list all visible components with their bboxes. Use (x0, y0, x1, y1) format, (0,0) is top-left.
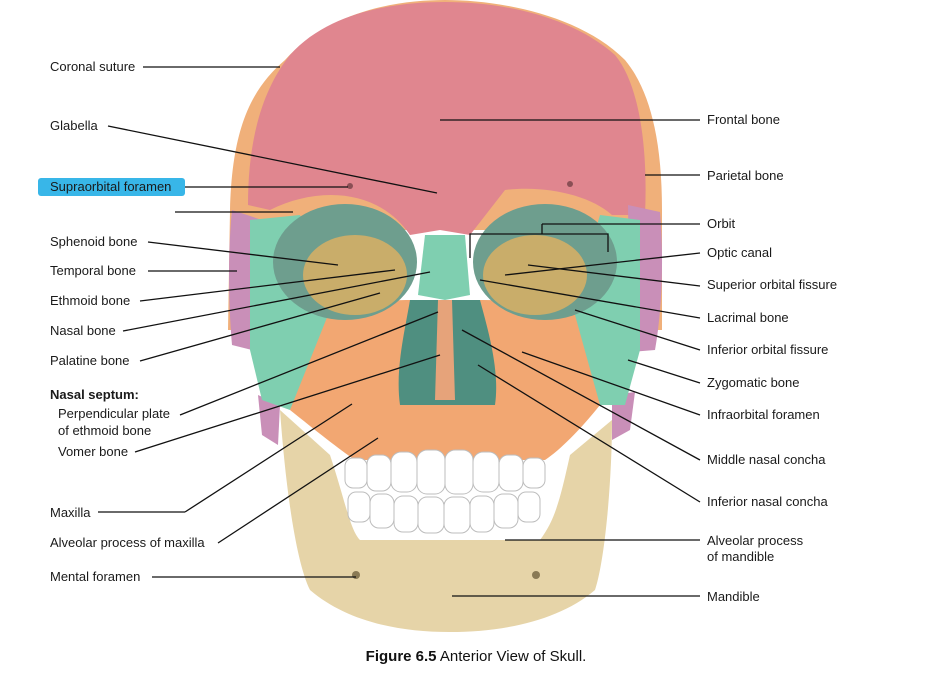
label-palatine-bone: Palatine bone (50, 353, 130, 368)
label-orbit: Orbit (707, 216, 736, 231)
supraorbital-foramen-mark (347, 183, 353, 189)
label-nasal-septum-heading: Nasal septum: (50, 387, 139, 402)
leader-lines (98, 66, 701, 597)
label-nasal-bone: Nasal bone (50, 323, 116, 338)
label-supraorbital-foramen: Supraorbital foramen (38, 178, 186, 196)
label-perpendicular-plate-1: Perpendicular plate (58, 406, 171, 421)
label-parietal-bone: Parietal bone (707, 168, 784, 183)
label-ethmoid-bone: Ethmoid bone (50, 293, 131, 308)
nasal-septum-shape (435, 300, 455, 400)
label-inferior-nasal-concha: Inferior nasal concha (707, 494, 828, 509)
label-inferior-orbital-fissure: Inferior orbital fissure (707, 342, 829, 357)
label-temporal-bone: Temporal bone (50, 263, 136, 278)
label-vomer-bone: Vomer bone (58, 444, 129, 459)
label-mental-foramen: Mental foramen (50, 569, 141, 584)
frontal-bone-shape (248, 2, 646, 235)
mental-foramen-right-mark (532, 571, 540, 579)
label-alveolar-process-maxilla: Alveolar process of maxilla (50, 535, 205, 550)
label-zygomatic-bone: Zygomatic bone (707, 375, 800, 390)
label-optic-canal: Optic canal (707, 245, 773, 260)
label-alveolar-process-mandible-2: of mandible (707, 549, 775, 564)
label-alveolar-process-mandible-1: Alveolar process (707, 533, 804, 548)
label-glabella: Glabella (50, 118, 98, 133)
label-frontal-bone: Frontal bone (707, 112, 780, 127)
mandible-shape (280, 410, 612, 632)
nasal-bone-shape (418, 235, 470, 300)
label-lacrimal-bone: Lacrimal bone (707, 310, 789, 325)
orbit-right-inner (483, 235, 587, 315)
label-mandible: Mandible (707, 589, 760, 604)
supraorbital-foramen-mark-2 (567, 181, 573, 187)
label-coronal-suture: Coronal suture (50, 59, 136, 74)
lower-teeth (347, 491, 541, 534)
label-maxilla: Maxilla (50, 505, 91, 520)
figure-caption: Figure 6.5 Anterior View of Skull. (0, 648, 952, 665)
label-sphenoid-bone: Sphenoid bone (50, 234, 138, 249)
figure-caption-text: Anterior View of Skull. (436, 648, 587, 665)
mental-foramen-left-mark (352, 571, 360, 579)
label-infraorbital-foramen: Infraorbital foramen (707, 407, 820, 422)
label-superior-orbital-fissure: Superior orbital fissure (707, 277, 838, 292)
label-perpendicular-plate-2: of ethmoid bone (58, 423, 152, 438)
upper-teeth (344, 449, 546, 495)
label-middle-nasal-concha: Middle nasal concha (707, 452, 826, 467)
figure-number: Figure 6.5 (365, 648, 437, 665)
